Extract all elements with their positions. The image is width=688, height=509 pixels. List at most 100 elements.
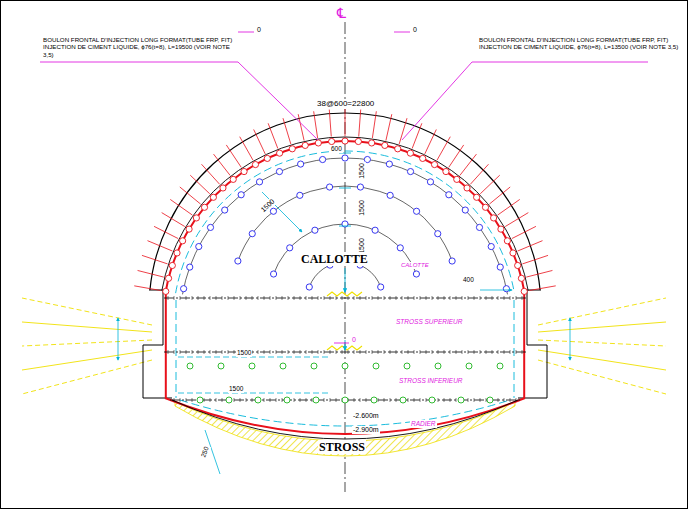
forepoling-bolt xyxy=(226,145,241,167)
bench-tick xyxy=(510,398,511,402)
stross-bolt xyxy=(218,363,224,369)
forepoling-bolt xyxy=(526,270,552,277)
bench-tick xyxy=(390,296,391,300)
bench-tick xyxy=(372,296,373,300)
bolt-hole-red xyxy=(180,238,186,244)
face-bolt xyxy=(306,284,312,290)
forepoling-bolt xyxy=(180,187,201,204)
stross-bolt xyxy=(280,363,286,369)
stross-bolt xyxy=(458,397,464,403)
bench-tick xyxy=(240,296,241,300)
stross-bolt xyxy=(342,363,348,369)
bench-tick xyxy=(450,296,451,300)
bench-tick xyxy=(510,350,511,354)
bolt-hole-red xyxy=(521,288,527,294)
bench-tick xyxy=(342,296,343,300)
dimension-line xyxy=(178,393,330,394)
leader-line xyxy=(40,62,318,140)
bench-tick xyxy=(276,350,277,354)
bolt-hole-red xyxy=(252,161,258,167)
bolt-hole-red xyxy=(443,168,449,174)
bench-tick xyxy=(498,350,499,354)
drill-line xyxy=(22,298,152,325)
bench-tick xyxy=(384,296,385,300)
bolt-hole-red xyxy=(504,238,510,244)
face-bolt-group xyxy=(181,155,510,292)
callout-note: BOULON FRONTAL D'INJECTION LONG FORMAT(T… xyxy=(478,36,680,51)
bench-tick xyxy=(366,398,367,402)
bench-tick xyxy=(210,398,211,402)
bench-tick xyxy=(282,350,283,354)
excavation-mark xyxy=(327,346,362,350)
bench-tick xyxy=(390,350,391,354)
face-bolt xyxy=(342,155,348,161)
stross-bolt xyxy=(197,397,203,403)
bench-tick xyxy=(378,350,379,354)
bench-tick xyxy=(240,398,241,402)
bolt-hole-red xyxy=(220,185,226,191)
bench-tick xyxy=(522,296,523,300)
face-bolt xyxy=(326,184,332,190)
bench-tick xyxy=(234,398,235,402)
face-bolt xyxy=(435,231,441,237)
bench-tick xyxy=(516,350,517,354)
bench-tick xyxy=(468,296,469,300)
zone-name: STROSS SUPERIEUR xyxy=(395,318,463,326)
bolt-hole-red xyxy=(289,146,295,152)
bench-tick xyxy=(270,398,271,402)
bench-tick xyxy=(516,296,517,300)
bench-tick xyxy=(282,398,283,402)
forepoling-bolt xyxy=(505,213,528,227)
bench-tick xyxy=(360,398,361,402)
bench-tick xyxy=(414,398,415,402)
face-bolt xyxy=(446,192,452,198)
bench-tick xyxy=(330,296,331,300)
bench-tick xyxy=(276,296,277,300)
face-bolt xyxy=(449,258,455,264)
origin-dash xyxy=(334,343,349,344)
stross-bolt xyxy=(284,397,290,403)
forepoling-bolt xyxy=(298,114,304,140)
bench-tick xyxy=(378,296,379,300)
bench-tick xyxy=(330,398,331,402)
forepoling-bolt xyxy=(329,110,331,137)
bench-tick xyxy=(396,398,397,402)
bench-tick xyxy=(444,398,445,402)
bolt-hole-red xyxy=(193,215,199,221)
bench-tick xyxy=(174,296,175,300)
forepoling-bolt xyxy=(190,175,210,194)
drill-line xyxy=(22,350,152,370)
forepoling-bolt xyxy=(512,226,536,238)
bolt-hole-red xyxy=(510,250,516,256)
bench-tick xyxy=(324,296,325,300)
forepoling-bolt xyxy=(449,145,464,167)
bench-tick xyxy=(222,398,223,402)
bench-tick xyxy=(204,296,205,300)
bolt-hole-red xyxy=(315,140,321,146)
bench-tick xyxy=(222,350,223,354)
face-bolt xyxy=(488,243,494,249)
bolt-hole-red xyxy=(264,155,270,161)
origin-mark: 0 xyxy=(256,26,262,34)
bench-tick xyxy=(270,296,271,300)
bench-tick xyxy=(366,350,367,354)
bolt-hole-red xyxy=(395,146,401,152)
face-bolt xyxy=(407,168,413,174)
forepoling-bolt xyxy=(202,164,220,184)
forepoling-bolt xyxy=(170,199,192,215)
bench-tick xyxy=(186,350,187,354)
bench-ticks xyxy=(174,398,516,402)
forepoling-bolt xyxy=(283,118,291,144)
callout-note: BOULON FRONTAL D'INJECTION LONG FORMAT(T… xyxy=(42,36,240,58)
bench-tick xyxy=(426,350,427,354)
dimension-label: 600 xyxy=(330,145,343,153)
dimension-label: 1500 xyxy=(236,349,252,357)
bench-tick xyxy=(258,296,259,300)
bench-tick xyxy=(504,296,505,300)
bench-tick xyxy=(318,350,319,354)
bench-tick xyxy=(192,296,193,300)
bench-tick xyxy=(192,398,193,402)
tunnel-geometry xyxy=(22,22,666,492)
face-bolt xyxy=(238,192,244,198)
bolt-hole-red xyxy=(277,150,283,156)
